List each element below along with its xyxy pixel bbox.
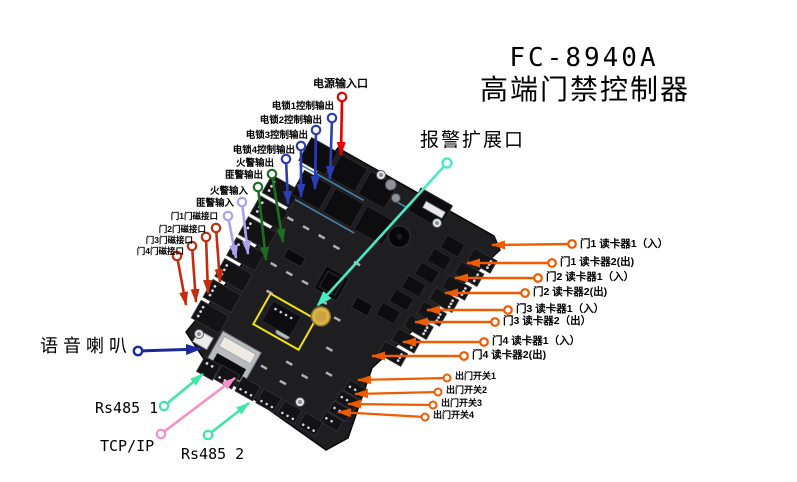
label-lock1-output: 电锁1控制输出 — [271, 101, 334, 112]
alarm-expansion-highlight-box — [251, 292, 318, 352]
arrow-door4-reader1 — [402, 337, 489, 347]
arrow-door2-magnet — [200, 231, 213, 294]
arrow-alarm-expansion — [316, 157, 453, 307]
arrow-door2-reader1 — [454, 273, 543, 283]
arrow-lock1-output — [325, 112, 338, 180]
label-voice-speaker: 语音喇叭 — [40, 336, 132, 356]
label-door3-reader2: 门3 读卡器2（出） — [503, 315, 592, 327]
label-rs485-1: Rs485 1 — [95, 399, 159, 417]
arrow-lock3-output — [295, 140, 307, 198]
top-callout-arrows — [171, 91, 348, 306]
arrow-door3-reader2 — [414, 317, 500, 327]
reader-callout-arrows — [371, 239, 577, 361]
arrow-robbery-alarm-input — [222, 210, 238, 259]
label-tcpip: TCP/IP — [100, 437, 155, 455]
arrow-door1-reader1 — [491, 239, 577, 250]
label-exit-button2: 出门开关2 — [446, 385, 488, 395]
label-lock4-output: 电锁4控制输出 — [232, 145, 295, 156]
arrow-door1-reader2 — [466, 258, 557, 268]
label-door3-magnet: 门3门磁接口 — [145, 235, 193, 245]
label-fire-alarm-input: 火警输入 — [209, 186, 248, 197]
label-door1-reader2: 门1 读卡器2(出) — [560, 256, 635, 268]
arrow-door1-magnet — [210, 222, 224, 283]
label-lock2-output: 电锁2控制输出 — [259, 115, 322, 126]
arrow-fire-alarm-output — [266, 168, 286, 243]
product-name-title: 高端门禁控制器 — [479, 74, 690, 105]
label-exit-button4: 出门开关4 — [433, 410, 475, 420]
label-alarm-expansion: 报警扩展口 — [420, 130, 526, 151]
label-lock3-output: 电锁3控制输出 — [245, 130, 308, 141]
label-door4-reader2: 门4 读卡器2(出) — [472, 349, 547, 361]
label-door3-reader1: 门3 读卡器1（入） — [516, 303, 605, 315]
arrow-lock4-output — [280, 153, 292, 205]
mounting-holes — [194, 170, 442, 407]
label-door2-reader1: 门2 读卡器1（入） — [546, 271, 635, 283]
label-robbery-alarm-output: 匪警输出 — [224, 170, 263, 181]
arrow-door4-reader2 — [371, 351, 469, 361]
label-exit-button3: 出门开关3 — [441, 398, 483, 408]
label-door4-reader1: 门4 读卡器1（入） — [492, 335, 581, 347]
arrow-fire-alarm-input — [236, 196, 251, 255]
label-door4-magnet: 门4门磁接口 — [136, 246, 184, 256]
product-model-title: FC-8940A — [509, 43, 659, 73]
arrow-exit-button4 — [337, 408, 430, 422]
label-fire-alarm-output: 火警输出 — [235, 158, 274, 169]
label-door1-reader1: 门1 读卡器1（入） — [580, 238, 669, 250]
arrow-tcpip — [155, 376, 236, 440]
pcb-board-photo — [185, 137, 501, 451]
label-door2-magnet: 门2门磁接口 — [158, 224, 206, 234]
arrow-door3-magnet — [186, 240, 200, 303]
exit-button-callout-arrows — [337, 373, 452, 422]
arrow-rs485-2 — [202, 401, 250, 441]
arrow-door3-reader1 — [426, 305, 513, 315]
label-rs485-2: Rs485 2 — [181, 445, 245, 463]
label-door2-reader2: 门2 读卡器2(出) — [533, 286, 608, 298]
arrow-robbery-alarm-output — [252, 181, 270, 261]
label-door1-magnet: 门1门磁接口 — [170, 211, 218, 221]
label-robbery-alarm-input: 匪警输入 — [195, 198, 234, 209]
arrow-door2-reader2 — [444, 288, 530, 298]
arrow-power-input — [336, 91, 348, 156]
label-power-input: 电源输入口 — [313, 78, 368, 90]
arrow-door4-magnet — [171, 250, 189, 306]
arrow-rs485-1 — [158, 372, 204, 412]
arrow-exit-button3 — [347, 399, 438, 410]
misc-callout-arrows — [132, 157, 453, 441]
arrow-voice-speaker — [132, 343, 202, 357]
arrow-lock2-output — [310, 124, 322, 190]
arrow-exit-button2 — [354, 387, 443, 399]
arrow-exit-button1 — [357, 373, 452, 385]
label-exit-button1: 出门开关1 — [455, 371, 497, 381]
